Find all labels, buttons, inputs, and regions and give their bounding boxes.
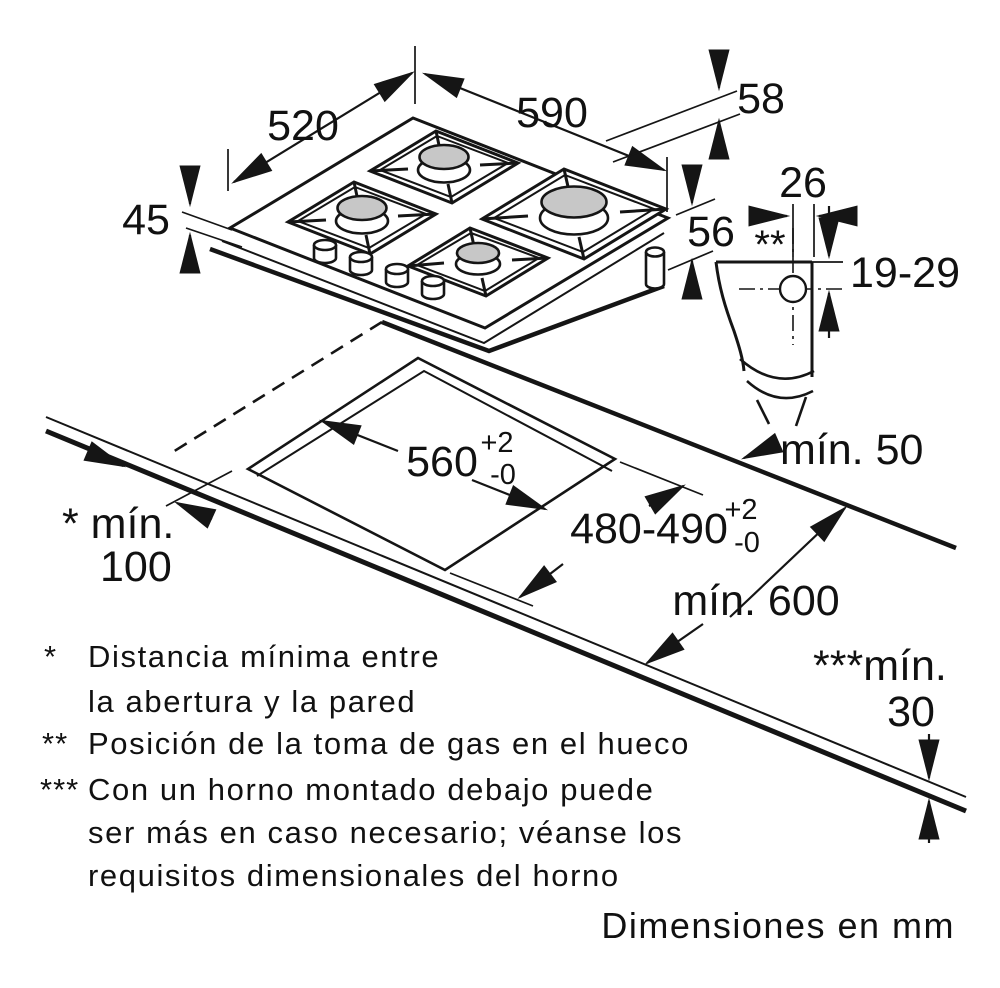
gas-position-marker: ** <box>754 223 785 267</box>
dimension-labels: 520 590 58 45 56 26 ** 19-29 mín. 50 560… <box>62 75 960 736</box>
footnote-marker-2: ** <box>42 726 68 761</box>
hob-body-upper-band <box>221 232 665 345</box>
dim-worktop-thickness-label: ***mín. <box>813 642 947 690</box>
worktop-drawing <box>45 319 967 814</box>
footnote-3-line-1: Con un horno montado debajo puede <box>88 772 654 807</box>
section-left-edge <box>714 261 746 372</box>
dim-min100-arrow-lower <box>173 501 217 529</box>
section-tail-right <box>794 396 808 427</box>
dim-edge-height-label: 58 <box>737 75 785 123</box>
footnote-marker-3: *** <box>40 772 79 807</box>
dim-560-arrow-left <box>318 419 399 453</box>
dim-cutout-width-tol-minus: -0 <box>490 459 516 491</box>
dim-cutout-depth-tol-minus: -0 <box>734 527 760 559</box>
dimension-lines <box>83 46 940 843</box>
worktop-front-edge-bottom-line <box>45 428 967 814</box>
dim-clearance-back-label: mín. 50 <box>780 426 923 474</box>
cutout-opening <box>245 356 618 572</box>
knob <box>384 262 410 289</box>
dim-cutout-depth-tol-plus: +2 <box>724 494 757 526</box>
dim-hob-depth-label: 520 <box>267 102 339 150</box>
dim-590-line <box>421 72 668 172</box>
dim-560-arrow-right <box>471 478 549 511</box>
dim-gas-depth-label: 19-29 <box>850 249 960 297</box>
dim-height-left-label: 45 <box>122 196 170 244</box>
section-break-line-2 <box>746 380 814 400</box>
dim-480-arrow-left <box>517 563 564 600</box>
dim-480-arrow-right <box>644 484 686 515</box>
gas-connection-hole <box>778 274 808 304</box>
section-tail-left <box>755 399 771 425</box>
hob-body-lower-band <box>209 246 665 354</box>
dim-gas-offset-label: 26 <box>779 159 827 207</box>
projection-dashed-line <box>167 320 383 457</box>
cutout-ext-line-left <box>165 470 233 507</box>
hob-leg <box>644 246 666 290</box>
dim-520-line <box>231 71 415 184</box>
knob <box>312 238 338 265</box>
cutout-ext-line-front <box>449 572 534 607</box>
dim-wall-clearance-value: 100 <box>100 543 172 591</box>
footnotes: * Distancia mínima entre la abertura y l… <box>40 639 955 946</box>
footnote-1-line-1: Distancia mínima entre <box>88 639 440 674</box>
cutout-ext-line-right <box>619 461 704 496</box>
footnote-1-line-2: la abertura y la pared <box>88 684 416 719</box>
dim-min600-arrow-right <box>729 505 848 618</box>
cutout-inner-edge <box>256 369 613 477</box>
dim-cutout-width-label: 560 <box>406 438 478 486</box>
dim-min600-arrow-left <box>644 623 704 665</box>
dim-wall-clearance-label: * mín. <box>62 500 174 548</box>
dim-hob-width-label: 590 <box>516 89 588 137</box>
footnote-3-line-3: requisitos dimensionales del horno <box>88 858 620 893</box>
knob <box>348 250 374 277</box>
dim-min100-arrow-upper <box>83 441 127 468</box>
worktop-front-edge-top-line <box>45 416 967 798</box>
burner-right <box>478 167 670 261</box>
dim-worktop-depth-label: mín. 600 <box>672 577 839 625</box>
dim-worktop-thickness-value: 30 <box>887 688 935 736</box>
worktop-cross-section <box>714 228 847 427</box>
footnote-2-line-1: Posición de la toma de gas en el hueco <box>88 726 690 761</box>
dim-cutout-width-tol-plus: +2 <box>480 427 513 459</box>
units-caption: Dimensiones en mm <box>601 905 955 946</box>
knob <box>420 274 446 301</box>
burner-left <box>284 180 440 256</box>
hob-drawing <box>209 116 672 354</box>
control-knobs <box>312 238 446 301</box>
footnote-3-line-2: ser más en caso necesario; véanse los <box>88 815 683 850</box>
dim-cutout-depth-label: 480-490 <box>570 505 728 553</box>
dim-height-right-label: 56 <box>687 208 735 256</box>
footnote-marker-1: * <box>44 639 57 674</box>
section-break-line-1 <box>739 358 815 380</box>
dim-min50-arrow <box>740 432 784 460</box>
worktop-back-edge-line <box>381 319 957 551</box>
